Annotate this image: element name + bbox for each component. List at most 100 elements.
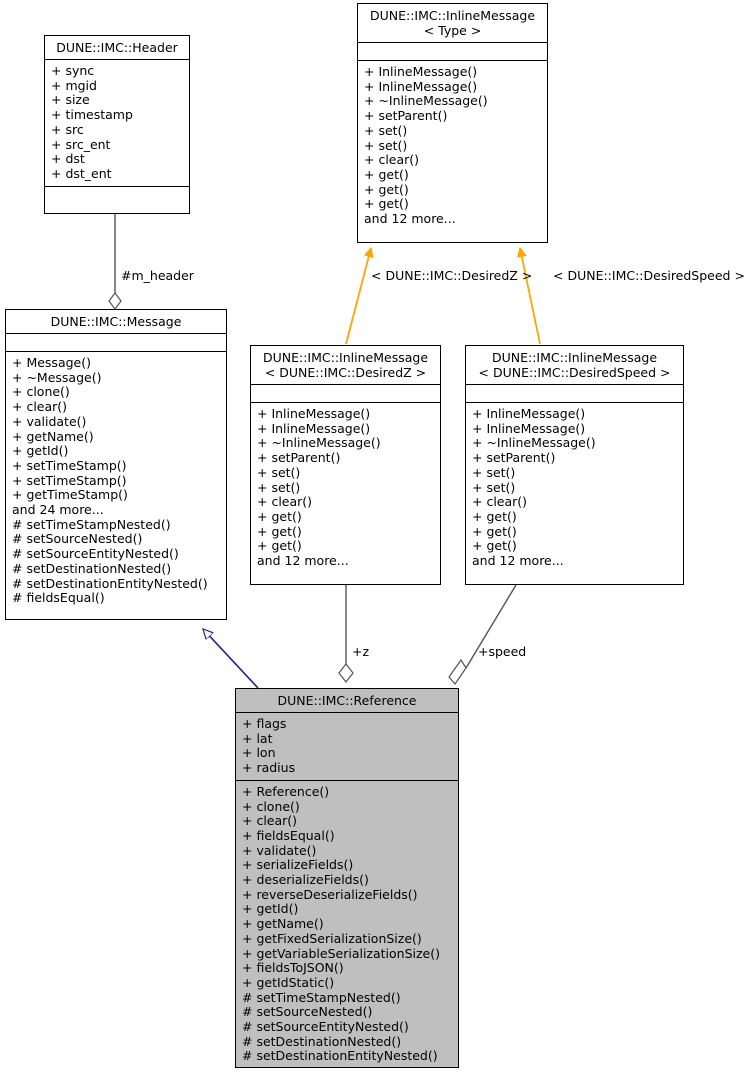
class-member: + dst_ent (51, 165, 112, 181)
class-member: # setDestinationEntityNested() (12, 575, 208, 591)
class-member: + getIdStatic() (242, 974, 335, 990)
class-operations-inline-message-desiredz: + InlineMessage()+ InlineMessage()+ ~Inl… (251, 403, 440, 573)
class-member: # setSourceEntityNested() (242, 1019, 409, 1035)
class-member: + ~InlineMessage() (257, 435, 381, 451)
class-title-message: DUNE::IMC::Message (6, 310, 226, 334)
class-member: + InlineMessage() (364, 78, 478, 94)
class-title-reference: DUNE::IMC::Reference (236, 689, 458, 713)
class-member: + src (51, 121, 84, 137)
class-member: # setDestinationNested() (242, 1033, 402, 1049)
edge-template-desiredspeed (520, 248, 541, 345)
class-member: + fieldsEqual() (242, 827, 335, 843)
class-member: + InlineMessage() (472, 420, 586, 436)
class-member: + src_ent (51, 136, 111, 152)
edge-desiredspeed-to-reference (448, 584, 517, 685)
class-member: + get() (472, 538, 517, 554)
class-member: + getName() (12, 428, 94, 444)
class-member: + validate() (242, 842, 317, 858)
class-member: + setTimeStamp() (12, 457, 127, 473)
class-member: and 12 more... (364, 211, 456, 227)
class-member: + getId() (242, 901, 299, 917)
class-member: and 12 more... (257, 553, 349, 569)
class-attributes-inline-message-desiredz (251, 385, 440, 403)
class-member: # setSourceEntityNested() (12, 546, 179, 562)
class-member: + clone() (242, 798, 300, 814)
class-member: # setSourceNested() (12, 531, 143, 547)
class-member: + set() (364, 122, 408, 138)
class-operations-reference: + Reference()+ clone()+ clear()+ fieldsE… (236, 781, 458, 1067)
class-member: + get() (364, 196, 409, 212)
class-member: + get() (472, 508, 517, 524)
class-operations-message: + Message()+ ~Message()+ clone()+ clear(… (6, 352, 226, 610)
class-operations-header (45, 187, 189, 199)
class-member: + validate() (12, 413, 87, 429)
class-member: # setTimeStampNested() (242, 989, 401, 1005)
edge-label-speed: +speed (478, 644, 527, 659)
class-member: + timestamp (51, 107, 133, 123)
edge-label-z: +z (352, 644, 370, 659)
class-member: + Message() (12, 355, 91, 370)
edge-label-m-header: #m_header (121, 268, 194, 283)
class-member: + serializeFields() (242, 857, 354, 873)
class-member: + getName() (242, 916, 324, 932)
class-member: + InlineMessage() (257, 420, 371, 436)
class-box-inline-message-type[interactable]: DUNE::IMC::InlineMessage < Type > + Inli… (357, 3, 548, 243)
class-member: + Reference() (242, 783, 330, 799)
class-member: + clear() (242, 813, 298, 829)
class-member: + size (51, 92, 90, 108)
class-member: and 24 more... (12, 502, 104, 518)
class-member: + setParent() (257, 450, 341, 466)
class-member: + clone() (12, 384, 70, 400)
edge-header-to-message (108, 214, 122, 310)
class-operations-inline-message-type: + InlineMessage()+ InlineMessage()+ ~Inl… (358, 61, 547, 231)
edge-label-template-desiredz: < DUNE::IMC::DesiredZ > (371, 268, 533, 283)
class-member: + ~InlineMessage() (472, 435, 596, 451)
class-member: + set() (257, 464, 301, 480)
class-operations-inline-message-desiredspeed: + InlineMessage()+ InlineMessage()+ ~Inl… (466, 403, 683, 573)
edge-desiredz-to-reference (338, 585, 354, 683)
class-member: + reverseDeserializeFields() (242, 886, 418, 902)
class-member: + InlineMessage() (257, 406, 371, 421)
class-member: + lon (242, 745, 276, 761)
class-member: + InlineMessage() (364, 64, 478, 79)
class-member: + get() (257, 538, 302, 554)
class-member: # fieldsEqual() (12, 590, 105, 606)
class-member: + radius (242, 760, 296, 776)
class-attributes-inline-message-desiredspeed (466, 385, 683, 403)
class-member: + get() (472, 523, 517, 539)
class-member: + mgid (51, 77, 97, 93)
class-member: and 12 more... (472, 553, 564, 569)
class-member: + setParent() (364, 108, 448, 124)
class-member: + setParent() (472, 450, 556, 466)
class-member: + getTimeStamp() (12, 487, 128, 503)
class-member: + getId() (12, 443, 69, 459)
class-member: # setDestinationNested() (12, 560, 172, 576)
class-member: # setSourceNested() (242, 1004, 373, 1020)
edge-reference-inherits-message (203, 629, 259, 689)
class-member: + lat (242, 730, 273, 746)
class-member: # setTimeStampNested() (12, 516, 171, 532)
class-member: + getFixedSerializationSize() (242, 930, 422, 946)
class-member: + get() (364, 166, 409, 182)
class-member: + clear() (257, 494, 313, 510)
class-member: + fieldsToJSON() (242, 960, 344, 976)
class-member: + flags (242, 716, 287, 731)
class-box-inline-message-desiredspeed[interactable]: DUNE::IMC::InlineMessage < DUNE::IMC::De… (465, 345, 684, 585)
class-member: + InlineMessage() (472, 406, 586, 421)
class-member: # setDestinationEntityNested() (242, 1048, 438, 1064)
class-box-inline-message-desiredz[interactable]: DUNE::IMC::InlineMessage < DUNE::IMC::De… (250, 345, 441, 585)
class-member: + ~InlineMessage() (364, 93, 488, 109)
class-member: + get() (364, 181, 409, 197)
class-member: + clear() (472, 494, 528, 510)
class-box-message[interactable]: DUNE::IMC::Message + Message()+ ~Message… (5, 309, 227, 620)
class-attributes-reference: + flags+ lat+ lon+ radius (236, 713, 458, 781)
class-member: + getVariableSerializationSize() (242, 945, 441, 961)
class-member: + set() (472, 479, 516, 495)
class-attributes-message (6, 334, 226, 352)
class-box-header[interactable]: DUNE::IMC::Header + sync+ mgid+ size+ ti… (44, 35, 190, 214)
edge-label-template-desiredspeed: < DUNE::IMC::DesiredSpeed > (553, 268, 745, 283)
class-box-reference[interactable]: DUNE::IMC::Reference + flags+ lat+ lon+ … (235, 688, 459, 1068)
class-member: + ~Message() (12, 369, 102, 385)
class-member: + deserializeFields() (242, 872, 369, 888)
